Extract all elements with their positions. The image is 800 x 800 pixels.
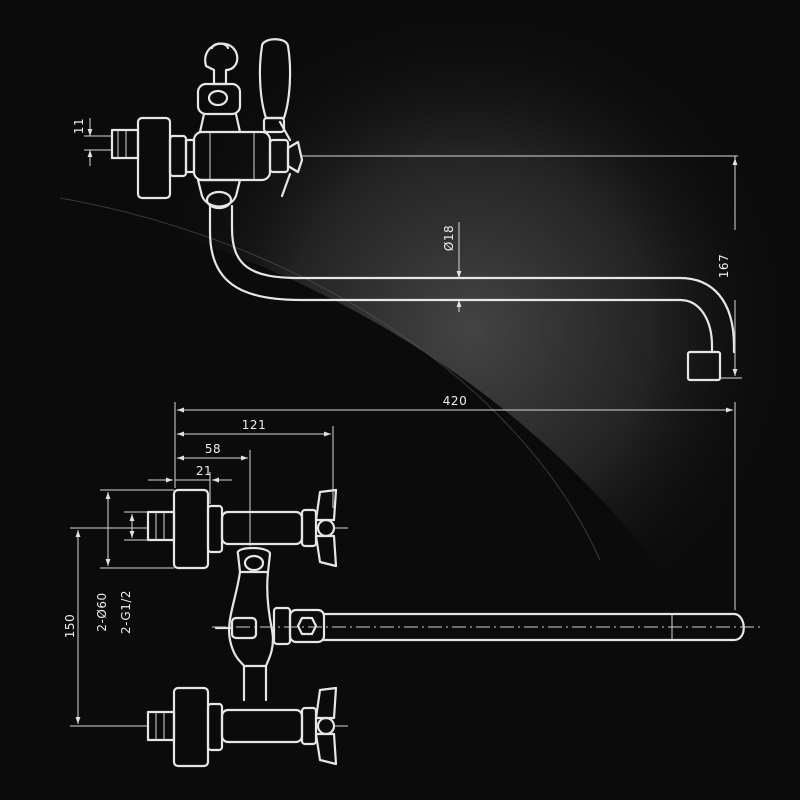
front-upper-stub: [146, 510, 176, 542]
front-diverter-body: [236, 546, 272, 574]
top-dimensions: 11 Ø18 167: [72, 118, 742, 379]
front-upper-flange: [172, 488, 210, 570]
dim-spacing-150: 150: [63, 614, 77, 638]
dim-spout-diameter: Ø18: [442, 225, 456, 251]
front-spout-nut: [288, 608, 326, 644]
front-lower-flange: [172, 686, 210, 768]
dim-overall-length-420: 420: [443, 394, 467, 408]
dim-flange-diameter: 2-Ø60: [95, 592, 109, 631]
background-highlight: [0, 0, 800, 700]
dim-thread: 2-G1/2: [119, 590, 133, 634]
background-arc: [59, 197, 601, 561]
top-shower-holder: [204, 42, 239, 86]
front-dimensions: 420 121 58 21 2-Ø60 2-G1/2 150: [63, 394, 736, 727]
front-view: [146, 488, 760, 768]
dim-length-58: 58: [205, 442, 221, 456]
top-spout: [208, 204, 714, 354]
dim-length-121: 121: [242, 418, 266, 432]
top-diverter: [196, 178, 242, 208]
top-aerator: [686, 350, 722, 382]
top-view: [110, 38, 738, 382]
top-cross-handle: [286, 140, 304, 174]
dim-height-167: 167: [717, 254, 731, 278]
front-lower-stub: [146, 710, 176, 742]
dim-height-11: 11: [72, 118, 86, 134]
dim-length-21: 21: [196, 464, 212, 478]
top-lever-handle: [258, 38, 292, 120]
